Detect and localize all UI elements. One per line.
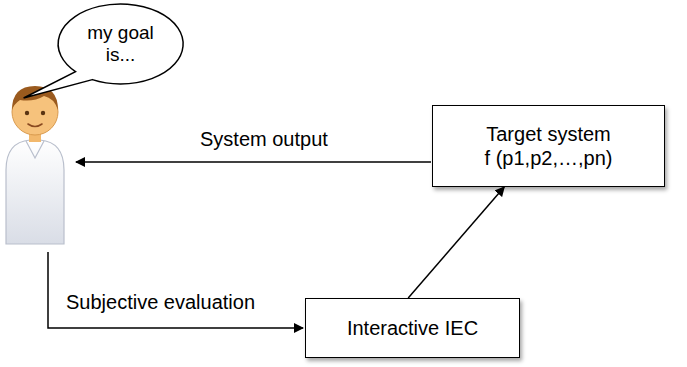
box-text: Interactive IEC <box>347 316 478 340</box>
arrow-label: Subjective evaluation <box>64 290 257 314</box>
box-text: Target system <box>486 122 610 146</box>
process-box: Target systemf (p1,p2,…,pn) <box>432 105 665 187</box>
arrow-label: System output <box>198 127 330 151</box>
subjective-evaluation-arrow <box>48 252 303 328</box>
speech-bubble: my goal is... <box>58 4 183 84</box>
box-text: f (p1,p2,…,pn) <box>485 146 613 170</box>
person-icon <box>6 86 64 244</box>
process-box: Interactive IEC <box>305 298 520 358</box>
connector-arrow <box>408 187 504 298</box>
speech-text: my goal is... <box>78 22 164 66</box>
system-output-arrow <box>76 161 431 163</box>
speech-bubble-outline <box>24 4 183 98</box>
